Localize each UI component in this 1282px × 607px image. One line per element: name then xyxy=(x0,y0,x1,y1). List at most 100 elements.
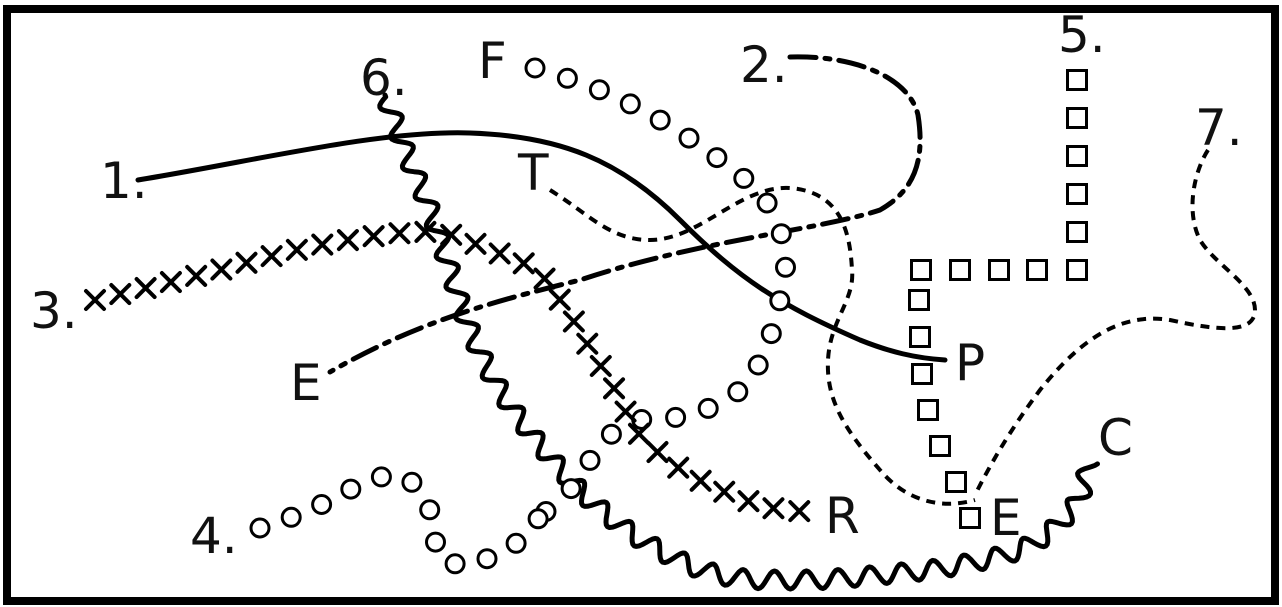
circle-marker xyxy=(556,67,578,89)
circle-marker xyxy=(280,506,302,528)
label-f: F xyxy=(478,32,507,90)
square-marker xyxy=(929,435,951,457)
cross-marker xyxy=(388,222,411,245)
cross-marker xyxy=(464,232,487,255)
cross-marker xyxy=(185,264,208,287)
circle-marker xyxy=(665,406,687,428)
cross-marker xyxy=(440,223,463,246)
circle-marker xyxy=(619,93,641,115)
label-p: P xyxy=(955,334,985,392)
label-1: 1. xyxy=(100,152,148,210)
circle-marker xyxy=(600,423,622,445)
path-1-solid-line xyxy=(135,130,948,363)
circle-marker xyxy=(419,499,441,521)
cross-marker xyxy=(788,500,811,523)
circle-marker xyxy=(769,290,791,312)
cross-marker xyxy=(414,220,437,243)
square-marker xyxy=(1066,145,1088,167)
circle-marker xyxy=(524,57,546,79)
label-r: R xyxy=(825,487,860,545)
cross-marker xyxy=(260,245,283,268)
cross-marker xyxy=(512,252,535,275)
label-e-right: E xyxy=(990,489,1022,547)
square-marker xyxy=(945,471,967,493)
square-marker xyxy=(909,326,931,348)
circle-marker xyxy=(340,478,362,500)
cross-marker xyxy=(576,332,599,355)
square-marker xyxy=(911,363,933,385)
circle-marker xyxy=(697,397,719,419)
circle-marker xyxy=(706,147,728,169)
label-c: C xyxy=(1098,409,1133,467)
cross-marker xyxy=(235,251,258,274)
circle-marker xyxy=(249,517,271,539)
circle-marker xyxy=(678,127,700,149)
circle-marker xyxy=(760,323,782,345)
path-7-dashed-line xyxy=(973,148,1258,496)
circle-marker xyxy=(756,192,778,214)
cross-marker xyxy=(627,422,650,445)
path-f-circle-markers xyxy=(524,57,796,522)
cross-marker xyxy=(737,490,760,513)
circle-marker xyxy=(505,532,527,554)
cross-marker xyxy=(159,271,182,294)
circle-marker xyxy=(444,553,466,575)
label-7: 7. xyxy=(1195,99,1243,157)
square-marker xyxy=(1066,107,1088,129)
circle-marker xyxy=(775,256,796,278)
circle-marker xyxy=(311,494,333,515)
square-marker xyxy=(959,507,981,529)
square-marker xyxy=(1066,221,1088,243)
cross-marker xyxy=(603,377,626,400)
cross-marker xyxy=(562,310,585,333)
cross-marker xyxy=(488,242,511,265)
cross-marker xyxy=(109,283,132,306)
label-e-left: E xyxy=(290,354,322,412)
circle-marker xyxy=(425,531,446,553)
cross-marker xyxy=(84,289,106,311)
cross-marker xyxy=(285,238,308,261)
square-marker xyxy=(910,259,932,281)
cross-marker xyxy=(548,288,571,311)
label-3: 3. xyxy=(30,282,78,340)
circle-marker xyxy=(370,466,392,488)
label-2: 2. xyxy=(740,36,788,94)
label-t: T xyxy=(517,144,549,202)
path-2-dash-dot-line xyxy=(327,54,923,375)
square-marker xyxy=(917,399,939,421)
label-4: 4. xyxy=(190,507,238,565)
cross-marker xyxy=(689,469,712,492)
cross-marker xyxy=(533,267,556,290)
circle-marker xyxy=(727,381,749,403)
cross-marker xyxy=(210,258,233,281)
path-t-dashed-line xyxy=(548,185,976,506)
cross-marker xyxy=(646,441,669,464)
square-marker xyxy=(1026,259,1048,281)
cross-marker xyxy=(134,277,157,300)
square-marker xyxy=(1066,69,1088,91)
square-marker xyxy=(1066,259,1088,281)
square-marker xyxy=(1066,183,1088,205)
label-5: 5. xyxy=(1058,6,1106,64)
circle-marker xyxy=(401,471,423,493)
cross-marker xyxy=(762,497,785,520)
circle-marker xyxy=(588,79,610,101)
label-6: 6. xyxy=(360,49,408,107)
square-marker xyxy=(949,259,971,281)
circle-marker xyxy=(649,109,671,131)
path-3-cross-markers xyxy=(84,220,811,523)
circle-marker xyxy=(476,548,498,570)
cross-marker xyxy=(336,229,359,252)
diagram-frame xyxy=(3,5,1279,605)
cross-marker xyxy=(362,225,385,248)
cross-marker xyxy=(311,233,334,256)
circle-marker xyxy=(527,508,549,530)
path-4-circle-markers xyxy=(249,466,549,575)
path-5-square-markers xyxy=(908,69,1088,529)
circle-marker xyxy=(733,167,755,189)
circle-marker xyxy=(579,449,601,471)
cross-marker xyxy=(614,400,637,423)
circle-marker xyxy=(747,354,769,376)
